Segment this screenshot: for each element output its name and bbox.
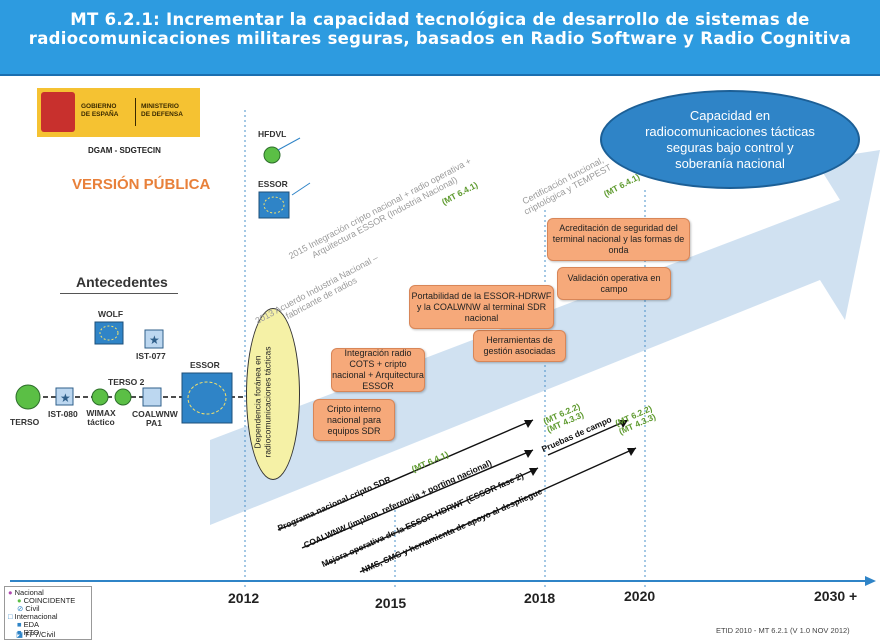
box-acreditacion: Acreditación de seguridad del terminal n… xyxy=(547,218,690,261)
circle-icon: ● xyxy=(8,588,13,597)
coat-of-arms-icon xyxy=(41,92,75,132)
wolf-label: WOLF xyxy=(98,309,124,319)
year-2020: 2020 xyxy=(624,588,656,604)
green-circle-icon: ● xyxy=(17,596,22,605)
box-portabilidad: Portabilidad de la ESSOR-HDRWF y la COAL… xyxy=(409,285,554,329)
year-2015: 2015 xyxy=(375,595,407,611)
org-label: DGAM - SDGTECIN xyxy=(88,146,161,155)
page-title: MT 6.2.1: Incrementar la capacidad tecno… xyxy=(28,10,852,48)
fp7-icon: ◪ xyxy=(16,630,24,639)
legend-eda: ■ EDA xyxy=(17,620,40,629)
legend-internacional: □ Internacional xyxy=(8,612,58,621)
terso2-icon xyxy=(114,388,132,406)
antecedentes-underline xyxy=(60,293,178,294)
essor-label: ESSOR xyxy=(190,360,220,370)
box-cripto-interno: Cripto interno nacional para equipos SDR xyxy=(313,399,395,441)
ist077-label: IST-077 xyxy=(136,351,166,361)
ist077-icon xyxy=(144,329,164,349)
dependency-oval xyxy=(246,308,300,480)
box-herramientas: Herramientas de gestión asociadas xyxy=(473,330,566,362)
version-label: VERSIÓN PÚBLICA xyxy=(72,176,211,193)
year-2012: 2012 xyxy=(228,590,260,606)
legend-fp7: ◪ FP7/Civil xyxy=(16,630,56,639)
legend-rto: ■ RTO xyxy=(17,628,40,637)
svg-text:★: ★ xyxy=(60,391,71,405)
goal-text: Capacidad en radiocomunicaciones táctica… xyxy=(645,107,815,171)
government-logo: GOBIERNO DE ESPAÑA MINISTERIO DE DEFENSA xyxy=(37,88,200,137)
square-icon: □ xyxy=(8,612,13,621)
year-2030: 2030 + xyxy=(814,588,858,604)
essor-top-label: ESSOR xyxy=(258,179,288,189)
coalwnw-icon xyxy=(142,387,162,407)
terso-label: TERSO xyxy=(10,417,40,427)
essor-big-icon xyxy=(181,372,233,424)
title-banner xyxy=(0,0,880,76)
timeline-arrowhead xyxy=(865,576,876,586)
rto-icon: ■ xyxy=(17,628,22,637)
ist080-label: IST-080 xyxy=(48,409,78,419)
hfdvl-label: HFDVL xyxy=(258,129,287,139)
box-integracion-cots: Integración radio COTS + cripto nacional… xyxy=(331,348,425,392)
legend-civil: ⊘ Civil xyxy=(17,604,40,613)
wolf-icon xyxy=(94,321,124,345)
legend-coincidente: ● COINCIDENTE xyxy=(17,596,76,605)
wimax-icon xyxy=(91,388,109,406)
dependency-text: Dependencia foránea en radiocomunicacion… xyxy=(252,346,273,458)
coalwnw-label: COALWNW PA1 xyxy=(132,409,178,428)
ist080-icon xyxy=(55,387,74,406)
eda-icon: ■ xyxy=(17,620,22,629)
antecedentes-title: Antecedentes xyxy=(76,274,168,290)
goal-ellipse: Capacidad en radiocomunicaciones táctica… xyxy=(600,90,860,189)
box-validacion: Validación operativa en campo xyxy=(557,267,671,300)
terso-icon xyxy=(15,384,41,410)
legend: ● Nacional ● COINCIDENTE ⊘ Civil □ Inter… xyxy=(4,586,92,640)
logo-text-gobierno: GOBIERNO DE ESPAÑA xyxy=(81,103,119,118)
year-2018: 2018 xyxy=(524,590,556,606)
wimax-label: WIMAX táctico xyxy=(86,408,116,427)
terso2-label: TERSO 2 xyxy=(108,377,145,387)
footer-version: ETID 2010 - MT 6.2.1 (V 1.0 NOV 2012) xyxy=(716,626,850,635)
legend-nacional: ● Nacional xyxy=(8,588,44,597)
hfdvl-icon xyxy=(263,146,281,164)
svg-text:★: ★ xyxy=(149,333,160,347)
civil-icon: ⊘ xyxy=(17,604,24,613)
logo-text-ministerio: MINISTERIO DE DEFENSA xyxy=(141,103,183,118)
